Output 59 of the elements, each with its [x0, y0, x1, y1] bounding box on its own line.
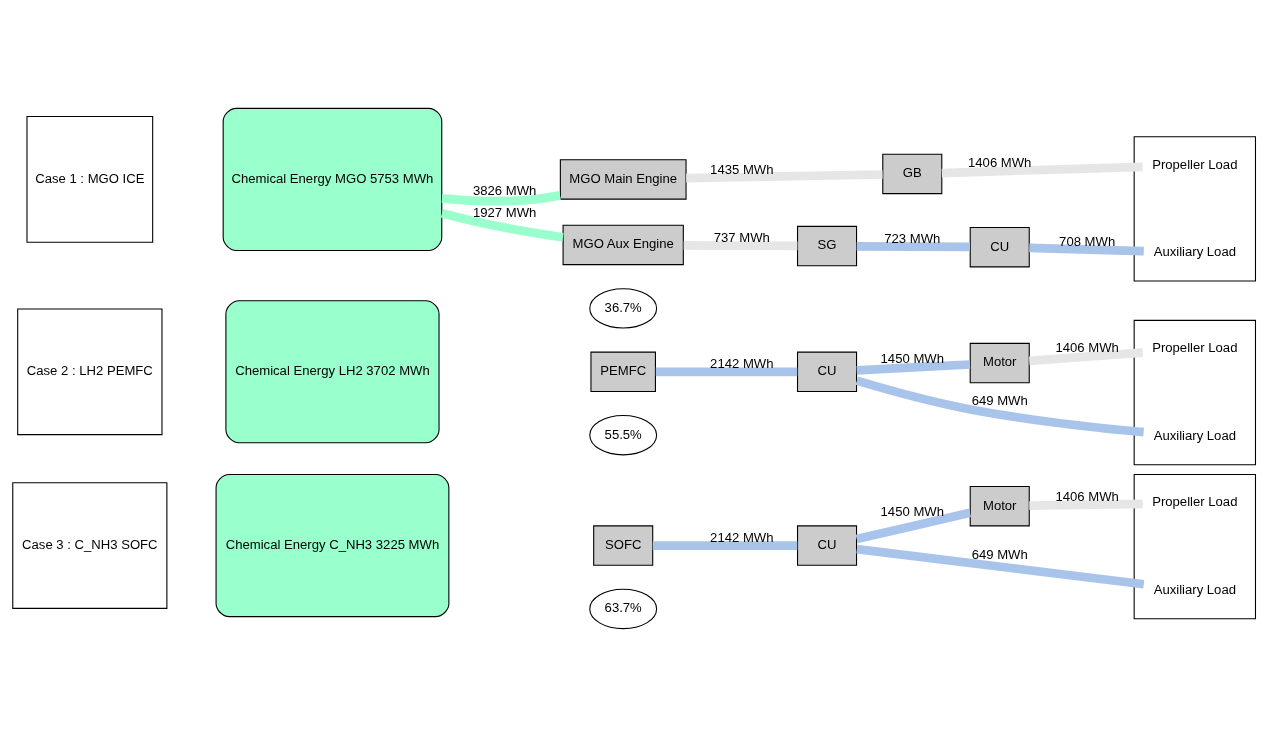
edge-label: 2142 MWh	[710, 355, 774, 371]
edge-label: 649 MWh	[971, 392, 1028, 408]
node-text: Auxiliary Load	[1153, 243, 1236, 259]
node-box: Case 1 : MGO ICE	[26, 115, 154, 243]
connector	[683, 240, 798, 250]
connector	[941, 161, 1143, 177]
node-box: Motor	[969, 342, 1030, 383]
connector	[855, 508, 971, 543]
node-box: GB	[882, 153, 943, 194]
connector	[686, 169, 883, 183]
cluster	[1133, 473, 1257, 619]
node-box: CU	[969, 226, 1030, 267]
cluster	[1133, 319, 1257, 465]
node-box: Chemical Energy LH2 3702 MWh	[225, 299, 440, 443]
node-box: Case 3 : C_NH3 SOFC	[12, 481, 168, 609]
node-box: MGO Main Engine	[559, 158, 687, 200]
edge-label: 649 MWh	[971, 546, 1028, 562]
connector	[440, 208, 564, 242]
node-box: Chemical Energy C_NH3 3225 MWh	[215, 473, 450, 617]
connector	[652, 540, 798, 550]
connector	[855, 375, 1145, 437]
connector	[1029, 243, 1144, 256]
connector	[441, 190, 561, 206]
node-ellipse: 36.7%	[589, 287, 658, 329]
node-text: Propeller Load	[1152, 339, 1238, 355]
edge-label: 737 MWh	[713, 229, 770, 245]
node-box: SOFC	[593, 524, 654, 566]
edge-label: 1450 MWh	[880, 350, 944, 366]
node-box: Case 2 : LH2 PEMFC	[17, 307, 163, 435]
connector	[856, 544, 1145, 589]
edge-label: 1450 MWh	[880, 503, 944, 519]
edge-label: 723 MWh	[884, 230, 941, 246]
edge-label: 1927 MWh	[472, 204, 537, 220]
node-text: Propeller Load	[1152, 493, 1238, 509]
node-box: CU	[797, 351, 858, 392]
node-box: SG	[797, 225, 858, 266]
node-box: MGO Aux Engine	[562, 224, 684, 265]
node-text: Auxiliary Load	[1153, 581, 1236, 597]
node-ellipse: 63.7%	[589, 588, 658, 629]
node-box: Motor	[969, 485, 1030, 526]
edge-label: 1406 MWh	[1055, 339, 1119, 355]
node-box: CU	[797, 524, 858, 566]
edge-label: 1406 MWh	[968, 154, 1032, 170]
connector	[1028, 347, 1143, 365]
node-text: Auxiliary Load	[1153, 427, 1236, 443]
edge-label: 1435 MWh	[710, 161, 774, 177]
node-box: Chemical Energy MGO 5753 MWh	[222, 107, 443, 251]
edge-label: 3826 MWh	[472, 182, 537, 198]
edge-label: 2142 MWh	[710, 529, 774, 545]
connector	[1029, 498, 1143, 510]
connector	[856, 359, 971, 375]
node-box: PEMFC	[590, 351, 656, 392]
edge-label: 708 MWh	[1059, 233, 1116, 249]
connector	[856, 241, 970, 251]
cluster	[1133, 135, 1257, 282]
node-ellipse: 55.5%	[589, 414, 658, 455]
node-text: Propeller Load	[1152, 156, 1238, 172]
connector	[655, 366, 798, 376]
edge-label: 1406 MWh	[1055, 488, 1119, 504]
